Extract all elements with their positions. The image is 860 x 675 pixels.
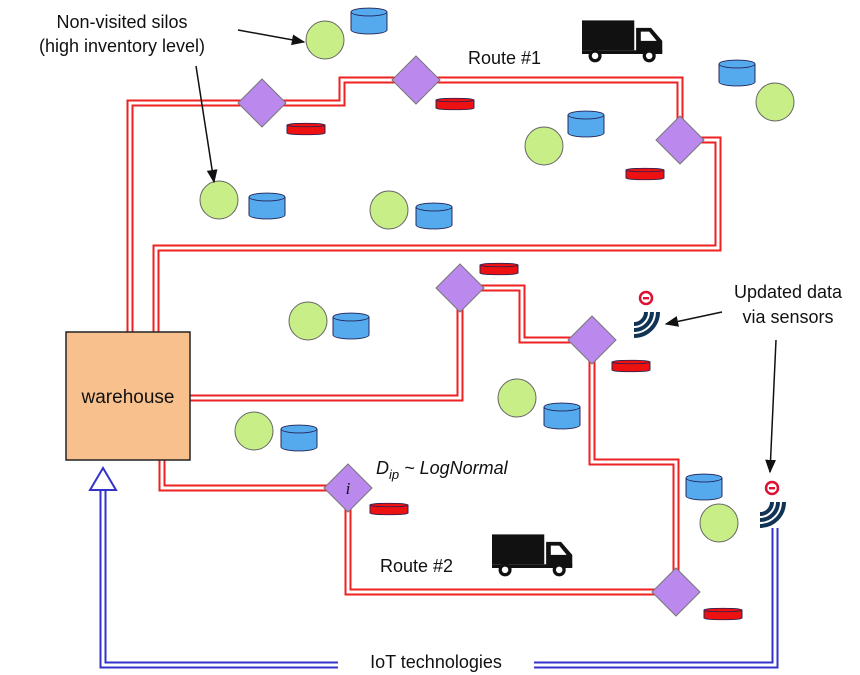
arrow-to-sensor-1 bbox=[664, 311, 723, 327]
silo-icon-blue bbox=[332, 312, 370, 340]
sensor-label-line1: Updated data bbox=[734, 282, 843, 302]
silo-icon-blue bbox=[718, 59, 756, 87]
customer-node-diamond bbox=[655, 115, 705, 165]
silo-icon-red bbox=[703, 607, 743, 621]
customer-node-diamond bbox=[651, 567, 701, 617]
formula-rest: ~ LogNormal bbox=[399, 458, 509, 478]
arrow-to-green-top bbox=[237, 29, 306, 46]
non-visited-label-line1: Non-visited silos bbox=[56, 12, 187, 32]
customer-node-diamond bbox=[435, 263, 485, 313]
non-visited-silo-icon bbox=[305, 20, 345, 60]
sensor-label-line2: via sensors bbox=[742, 307, 833, 327]
formula-d: D bbox=[376, 458, 389, 478]
non-visited-silos bbox=[199, 20, 795, 543]
formula-sub: ip bbox=[389, 467, 399, 482]
non-visited-silo-icon bbox=[369, 190, 409, 230]
silo-icon-blue bbox=[280, 424, 318, 452]
silo-icon-blue bbox=[350, 7, 388, 35]
customer-node-diamond bbox=[567, 315, 617, 365]
customer-nodes: i bbox=[237, 55, 705, 617]
wireless-sensor-icon-1 bbox=[632, 290, 660, 338]
iot-label-bg bbox=[338, 648, 534, 675]
demand-formula: Dip ~ LogNormal bbox=[376, 458, 509, 482]
silo-icon-blue bbox=[543, 402, 581, 430]
arrow-to-sensor-2 bbox=[765, 339, 777, 474]
truck-icon-route-1 bbox=[582, 20, 663, 63]
customer-node-diamond bbox=[391, 55, 441, 105]
wireless-sensor-icon-2 bbox=[758, 480, 786, 528]
customer-node-diamond bbox=[237, 78, 287, 128]
silos bbox=[248, 7, 756, 621]
silo-icon-blue bbox=[685, 473, 723, 501]
non-visited-silo-icon bbox=[234, 411, 274, 451]
customer-node-diamond bbox=[323, 463, 373, 513]
silo-icon-blue bbox=[248, 192, 286, 220]
silo-icon-red bbox=[286, 122, 326, 136]
non-visited-silo-icon bbox=[288, 301, 328, 341]
warehouse-box: warehouse bbox=[65, 331, 191, 461]
silo-icon-red bbox=[479, 262, 519, 276]
silo-icon-red bbox=[625, 167, 665, 181]
iot-label: IoT technologies bbox=[370, 652, 502, 672]
non-visited-label-line2: (high inventory level) bbox=[39, 36, 205, 56]
silo-icon-red bbox=[435, 97, 475, 111]
node-i-label: i bbox=[346, 479, 351, 498]
non-visited-silo-icon bbox=[699, 503, 739, 543]
route-2-label: Route #2 bbox=[380, 556, 453, 576]
silo-icon-red bbox=[611, 359, 651, 373]
non-visited-silo-icon bbox=[199, 180, 239, 220]
silo-icon-blue bbox=[567, 110, 605, 138]
non-visited-silo-icon bbox=[524, 126, 564, 166]
non-visited-silo-icon bbox=[755, 82, 795, 122]
arrow-to-green-left bbox=[195, 65, 218, 184]
truck-icon-route-2 bbox=[492, 534, 573, 577]
route-1-label: Route #1 bbox=[468, 48, 541, 68]
non-visited-silo-icon bbox=[497, 378, 537, 418]
warehouse-label: warehouse bbox=[81, 387, 175, 408]
silo-icon-blue bbox=[415, 202, 453, 230]
silo-icon-red bbox=[369, 502, 409, 516]
